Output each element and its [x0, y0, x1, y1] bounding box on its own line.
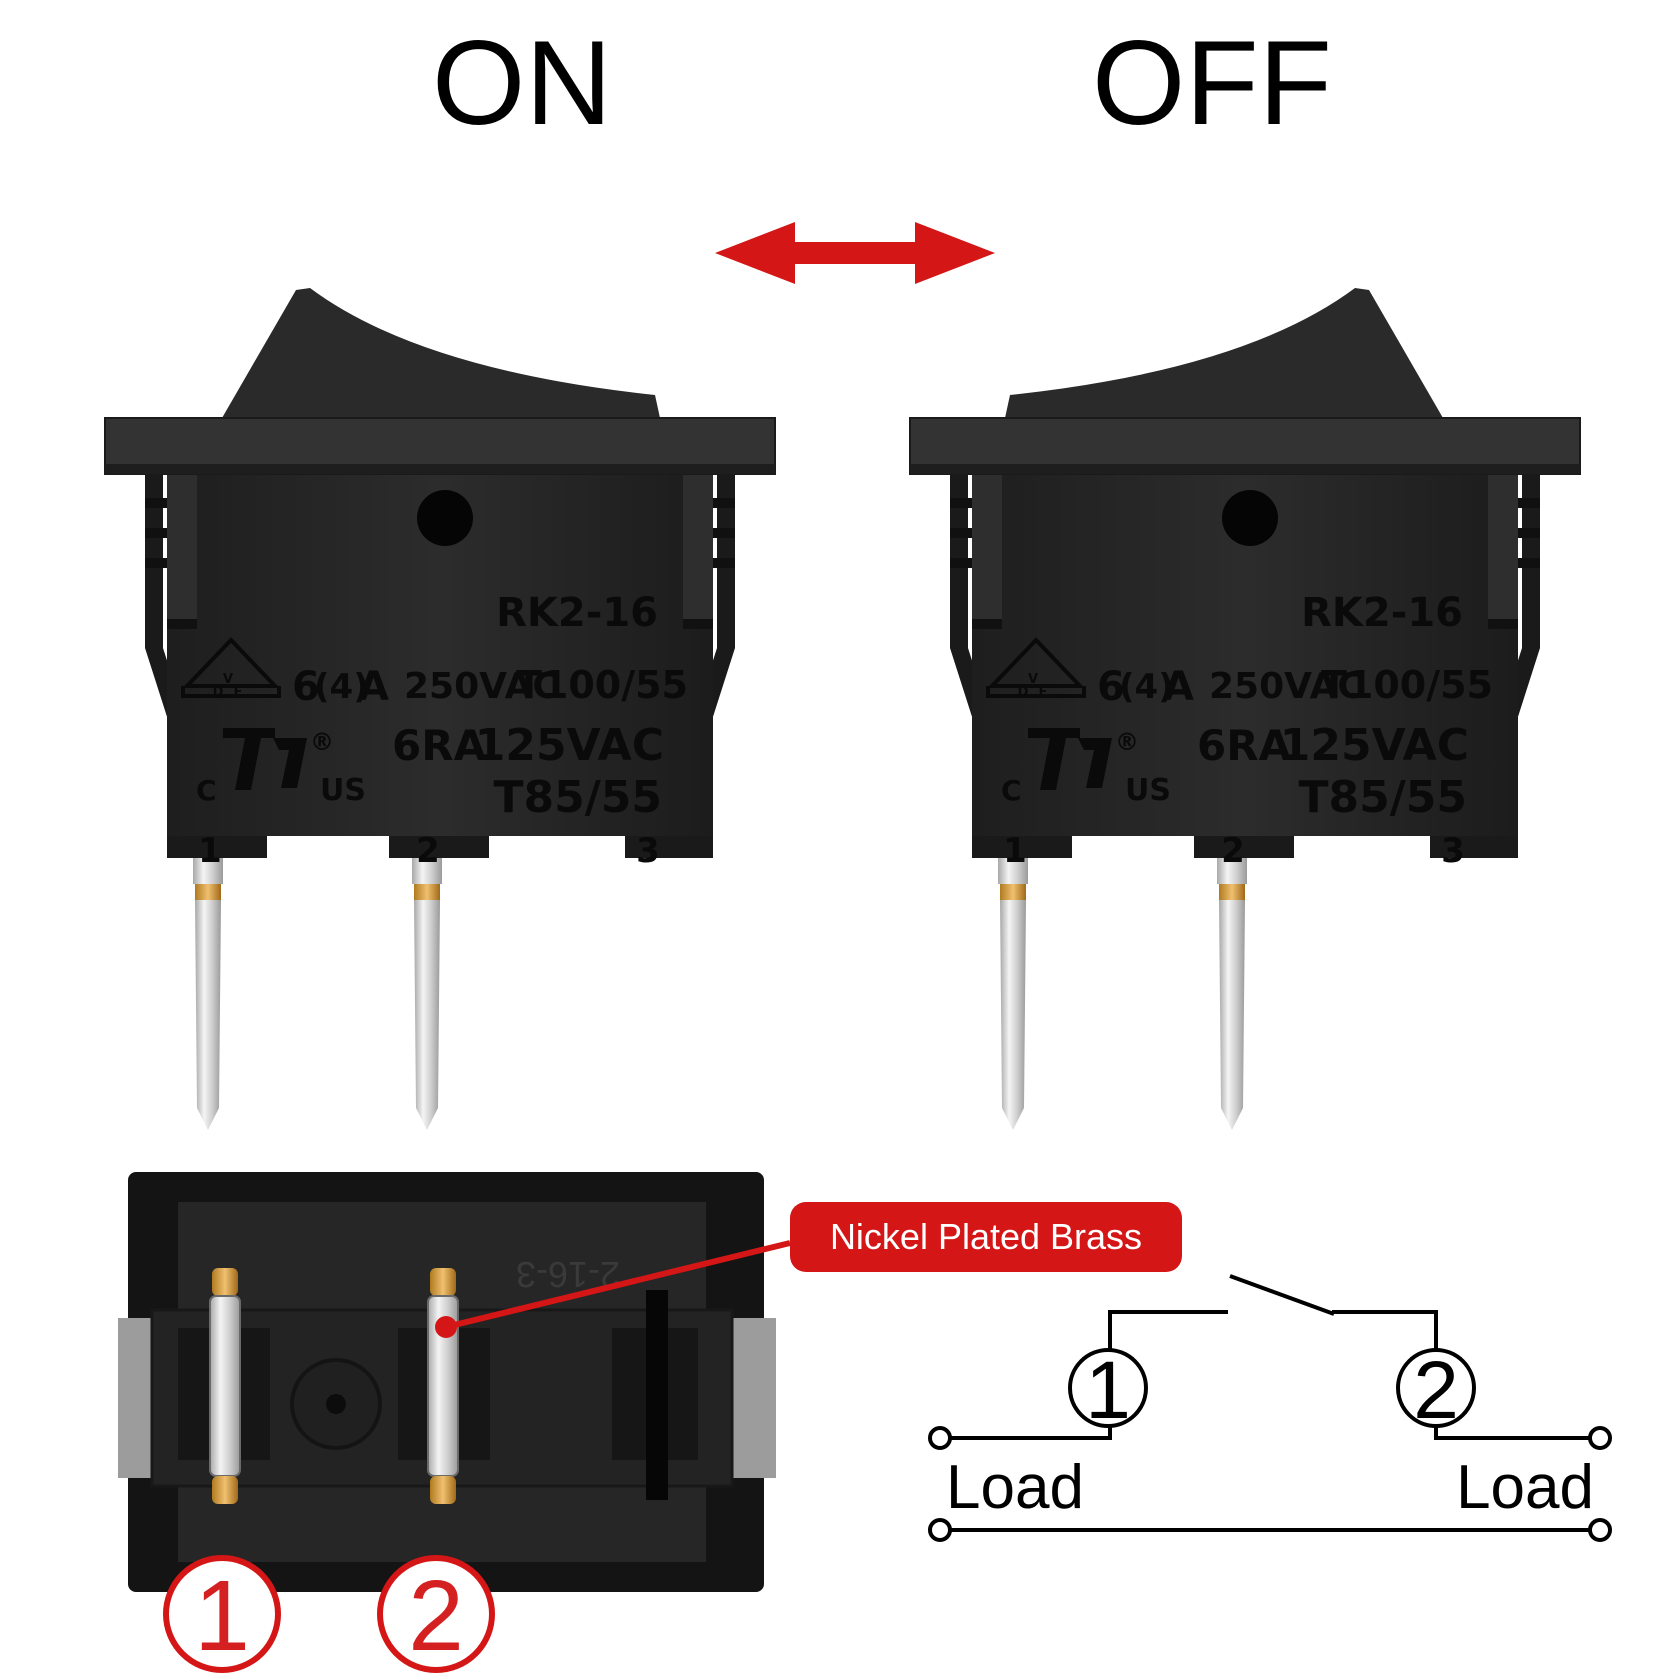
node-2-label: 2	[1413, 1345, 1459, 1436]
model-text: RK2-16	[496, 590, 658, 636]
cert-reg: ®	[310, 728, 334, 756]
cert-c: C	[1001, 774, 1022, 807]
vde-d: D	[213, 685, 224, 700]
rating-1b: (4)	[314, 667, 369, 707]
rating-1d: 250VAC	[1209, 666, 1364, 707]
cert-c: C	[196, 774, 217, 807]
pin-1-marker	[163, 1555, 281, 1673]
terminal-2: 2	[416, 831, 440, 871]
switch-bottom-view: 2-16-3 1 2	[118, 1172, 776, 1673]
rating-1a: 6	[1097, 664, 1125, 710]
wiring-schematic	[928, 1274, 1612, 1542]
rating-2a: 6RA	[392, 721, 487, 770]
rating-2b: 125VAC	[1280, 720, 1469, 771]
terminal-2: 2	[1221, 831, 1245, 871]
double-arrow-icon	[715, 222, 995, 284]
terminal-3: 3	[1441, 831, 1465, 871]
off-label: OFF	[1092, 16, 1332, 150]
vde-d: D	[1018, 685, 1029, 700]
vde-v: V	[223, 672, 233, 687]
cert-us: US	[1125, 773, 1171, 808]
pin-2-marker	[377, 1555, 495, 1673]
rating-1a: 6	[292, 664, 320, 710]
vde-e: E	[234, 685, 243, 700]
callout-label: Nickel Plated Brass	[830, 1216, 1142, 1257]
pin-1-number: 1	[194, 1560, 250, 1672]
rating-1d: 250VAC	[404, 666, 559, 707]
rating-2a: 6RA	[1197, 721, 1292, 770]
switch-on: RK2-16 V D E 6 (4) A 250VAC T100/55 C ® …	[103, 288, 777, 1132]
rating-1b: (4)	[1119, 667, 1174, 707]
rating-1e: T100/55	[516, 663, 688, 707]
cert-us: US	[320, 773, 366, 808]
rating-2b: 125VAC	[475, 720, 664, 771]
rating-1e: T100/55	[1321, 663, 1493, 707]
pin-2-number: 2	[408, 1560, 464, 1672]
model-text: RK2-16	[1301, 590, 1463, 636]
load-right-label: Load	[1456, 1453, 1594, 1522]
switch-off: RK2-16 V D E 6 (4) A 250VAC T100/55 C ® …	[908, 288, 1582, 1132]
terminal-1: 1	[198, 831, 222, 871]
rating-3: T85/55	[1298, 772, 1467, 823]
vde-v: V	[1028, 672, 1038, 687]
node-1-label: 1	[1085, 1345, 1131, 1436]
rating-1c: A	[358, 664, 389, 710]
cert-reg: ®	[1115, 728, 1139, 756]
node-1-circle	[1068, 1348, 1148, 1428]
node-2-circle	[1396, 1348, 1476, 1428]
rocker-actuator	[1005, 288, 1443, 418]
load-left-label: Load	[946, 1453, 1084, 1522]
on-label: ON	[432, 16, 612, 150]
rating-1c: A	[1163, 664, 1194, 710]
material-callout: Nickel Plated Brass	[435, 1202, 1182, 1338]
terminal-1: 1	[1003, 831, 1027, 871]
vde-e: E	[1039, 685, 1048, 700]
rocker-actuator	[222, 288, 660, 418]
terminal-3: 3	[636, 831, 660, 871]
rating-3: T85/55	[493, 772, 662, 823]
